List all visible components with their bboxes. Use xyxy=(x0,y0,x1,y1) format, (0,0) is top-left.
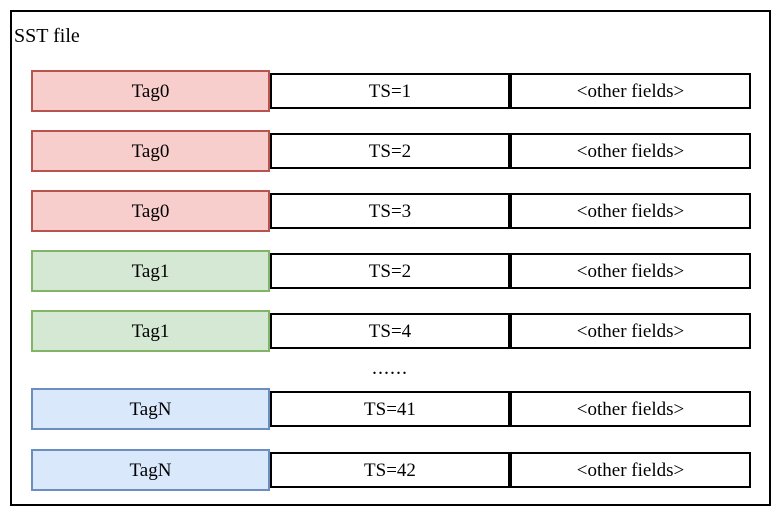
record-row: TagN TS=41 <other fields> xyxy=(31,388,751,430)
record-row: Tag1 TS=2 <other fields> xyxy=(31,250,751,292)
sst-file-container: SST file Tag0 TS=1 <other fields> Tag0 T… xyxy=(10,10,771,506)
record-row: TagN TS=42 <other fields> xyxy=(31,449,751,491)
other-fields-cell: <other fields> xyxy=(510,391,751,427)
tag-cell: Tag0 xyxy=(31,70,270,112)
timestamp-cell: TS=41 xyxy=(270,391,510,427)
tag-cell: Tag1 xyxy=(31,310,270,352)
tag-cell: TagN xyxy=(31,388,270,430)
other-fields-cell: <other fields> xyxy=(510,73,751,109)
other-fields-cell: <other fields> xyxy=(510,452,751,488)
other-fields-cell: <other fields> xyxy=(510,313,751,349)
timestamp-cell: TS=3 xyxy=(270,193,510,229)
timestamp-cell: TS=2 xyxy=(270,253,510,289)
record-row: Tag1 TS=4 <other fields> xyxy=(31,310,751,352)
record-row: Tag0 TS=2 <other fields> xyxy=(31,130,751,172)
ellipsis-more-rows: ...... xyxy=(372,357,408,379)
timestamp-cell: TS=2 xyxy=(270,133,510,169)
timestamp-cell: TS=4 xyxy=(270,313,510,349)
other-fields-cell: <other fields> xyxy=(510,253,751,289)
tag-cell: Tag0 xyxy=(31,130,270,172)
sst-file-label: SST file xyxy=(14,25,80,47)
timestamp-cell: TS=1 xyxy=(270,73,510,109)
record-row: Tag0 TS=1 <other fields> xyxy=(31,70,751,112)
other-fields-cell: <other fields> xyxy=(510,133,751,169)
tag-cell: Tag1 xyxy=(31,250,270,292)
tag-cell: TagN xyxy=(31,449,270,491)
record-row: Tag0 TS=3 <other fields> xyxy=(31,190,751,232)
tag-cell: Tag0 xyxy=(31,190,270,232)
other-fields-cell: <other fields> xyxy=(510,193,751,229)
timestamp-cell: TS=42 xyxy=(270,452,510,488)
